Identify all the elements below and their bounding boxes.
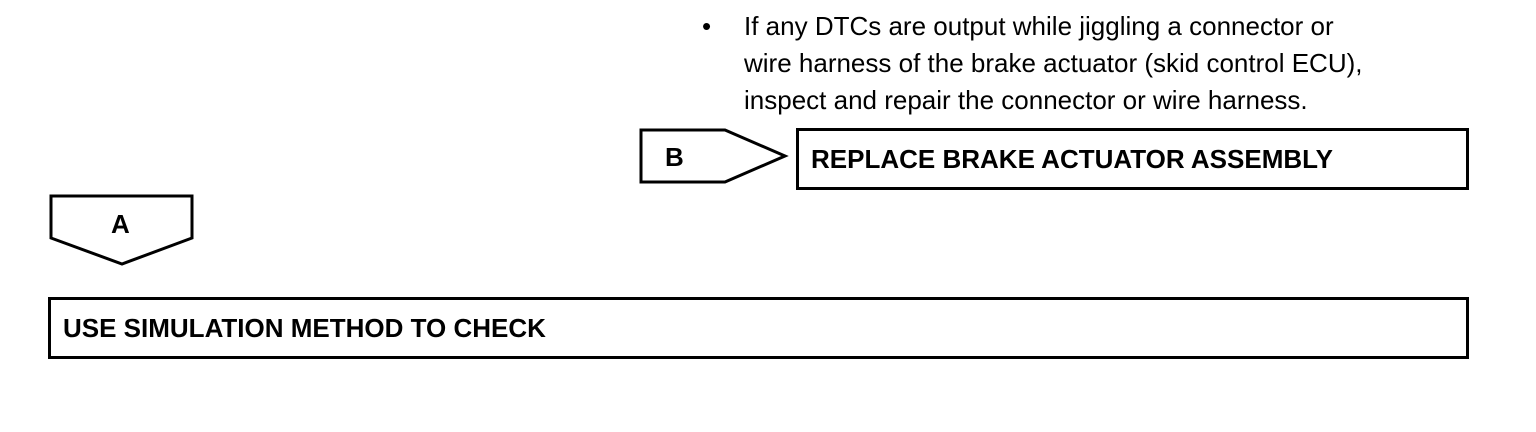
note-line: If any DTCs are output while jiggling a … [744,11,1334,41]
note-line: wire harness of the brake actuator (skid… [744,48,1363,78]
bullet-marker: • [702,11,712,41]
note-line: inspect and repair the connector or wire… [744,85,1308,115]
branch-a-arrow-shape [49,194,194,266]
branch-b-label: B [665,142,684,172]
simulation-method-text: USE SIMULATION METHOD TO CHECK [63,312,546,343]
branch-a-label: A [111,209,130,239]
replace-brake-actuator-box: REPLACE BRAKE ACTUATOR ASSEMBLY [796,128,1469,190]
replace-brake-actuator-text: REPLACE BRAKE ACTUATOR ASSEMBLY [811,143,1333,174]
note-bullet-item: • If any DTCs are output while jiggling … [700,8,1500,119]
note-text: If any DTCs are output while jiggling a … [744,8,1484,119]
branch-b-arrow-shape [639,128,789,184]
simulation-method-box: USE SIMULATION METHOD TO CHECK [48,297,1469,359]
